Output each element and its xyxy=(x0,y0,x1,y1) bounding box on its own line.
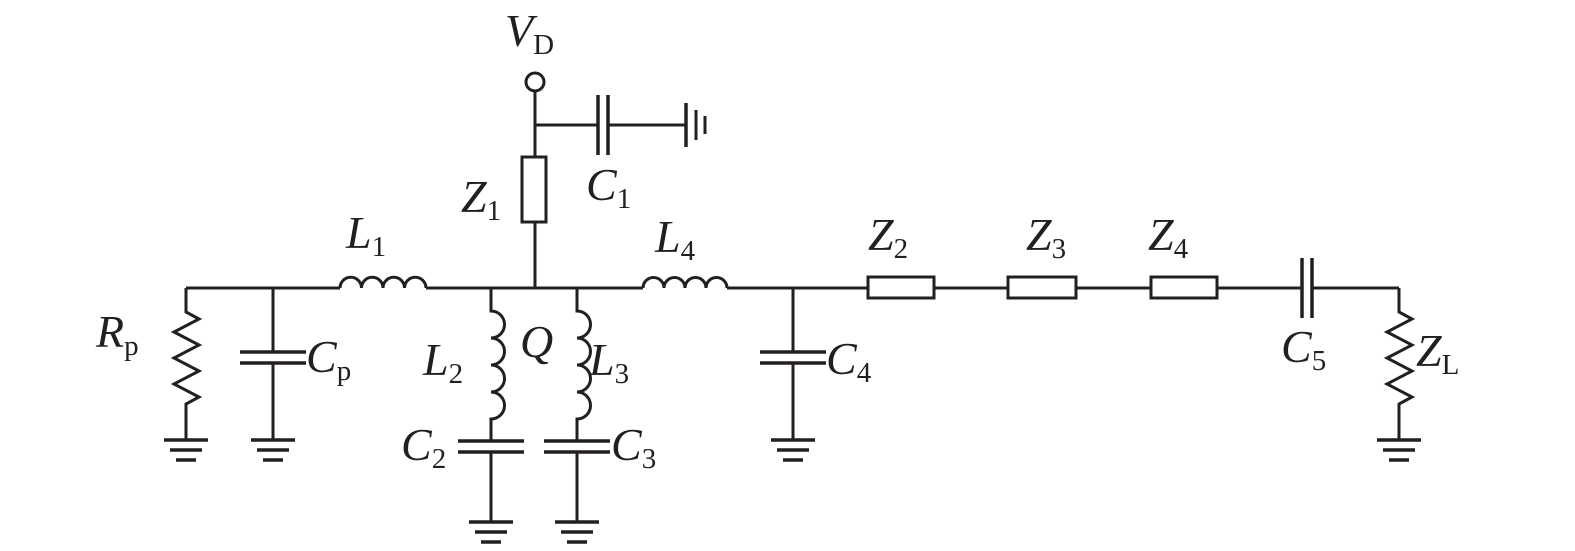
label-vd: VD xyxy=(505,5,554,61)
inductor-l1 xyxy=(338,275,428,289)
label-l3: L3 xyxy=(588,334,629,390)
label-cp: Cp xyxy=(306,331,351,387)
ground-cp xyxy=(251,438,295,462)
label-l1: L1 xyxy=(345,207,386,263)
ground-c3 xyxy=(555,520,599,544)
label-c4: C4 xyxy=(826,333,872,389)
label-q: Q xyxy=(520,316,553,367)
label-c3: C3 xyxy=(611,419,656,475)
label-z2: Z2 xyxy=(868,209,908,265)
label-c5: C5 xyxy=(1281,321,1326,377)
label-z3: Z3 xyxy=(1026,209,1066,265)
ground-rp xyxy=(164,438,208,462)
label-z1: Z1 xyxy=(461,171,501,227)
drain-terminal xyxy=(524,71,546,157)
capacitor-c3 xyxy=(544,439,610,522)
ground-c4 xyxy=(771,438,815,462)
capacitor-c1 xyxy=(535,95,686,155)
label-rp: Rp xyxy=(95,306,139,362)
ground-zl xyxy=(1377,438,1421,462)
chassis-ground-c1 xyxy=(684,103,707,147)
ground-c2 xyxy=(469,520,513,544)
impedance-z4 xyxy=(1149,275,1219,300)
load-zl xyxy=(1383,288,1416,440)
inductor-l2 xyxy=(489,288,506,441)
impedance-z3 xyxy=(1006,275,1078,300)
label-l2: L2 xyxy=(422,334,463,390)
impedance-z1 xyxy=(520,155,548,288)
capacitor-c2 xyxy=(458,439,524,522)
label-l4: L4 xyxy=(654,211,696,267)
capacitor-cp xyxy=(240,288,306,440)
resistor-rp xyxy=(170,288,203,440)
label-c1: C1 xyxy=(586,159,631,215)
inductor-l3 xyxy=(575,288,592,441)
inductor-l4 xyxy=(641,276,729,289)
capacitor-c4 xyxy=(760,288,826,440)
label-zl: ZL xyxy=(1416,325,1459,381)
label-c2: C2 xyxy=(401,419,446,475)
capacitor-c5 xyxy=(1300,258,1314,318)
impedance-z2 xyxy=(866,275,936,300)
label-z4: Z4 xyxy=(1148,209,1189,265)
